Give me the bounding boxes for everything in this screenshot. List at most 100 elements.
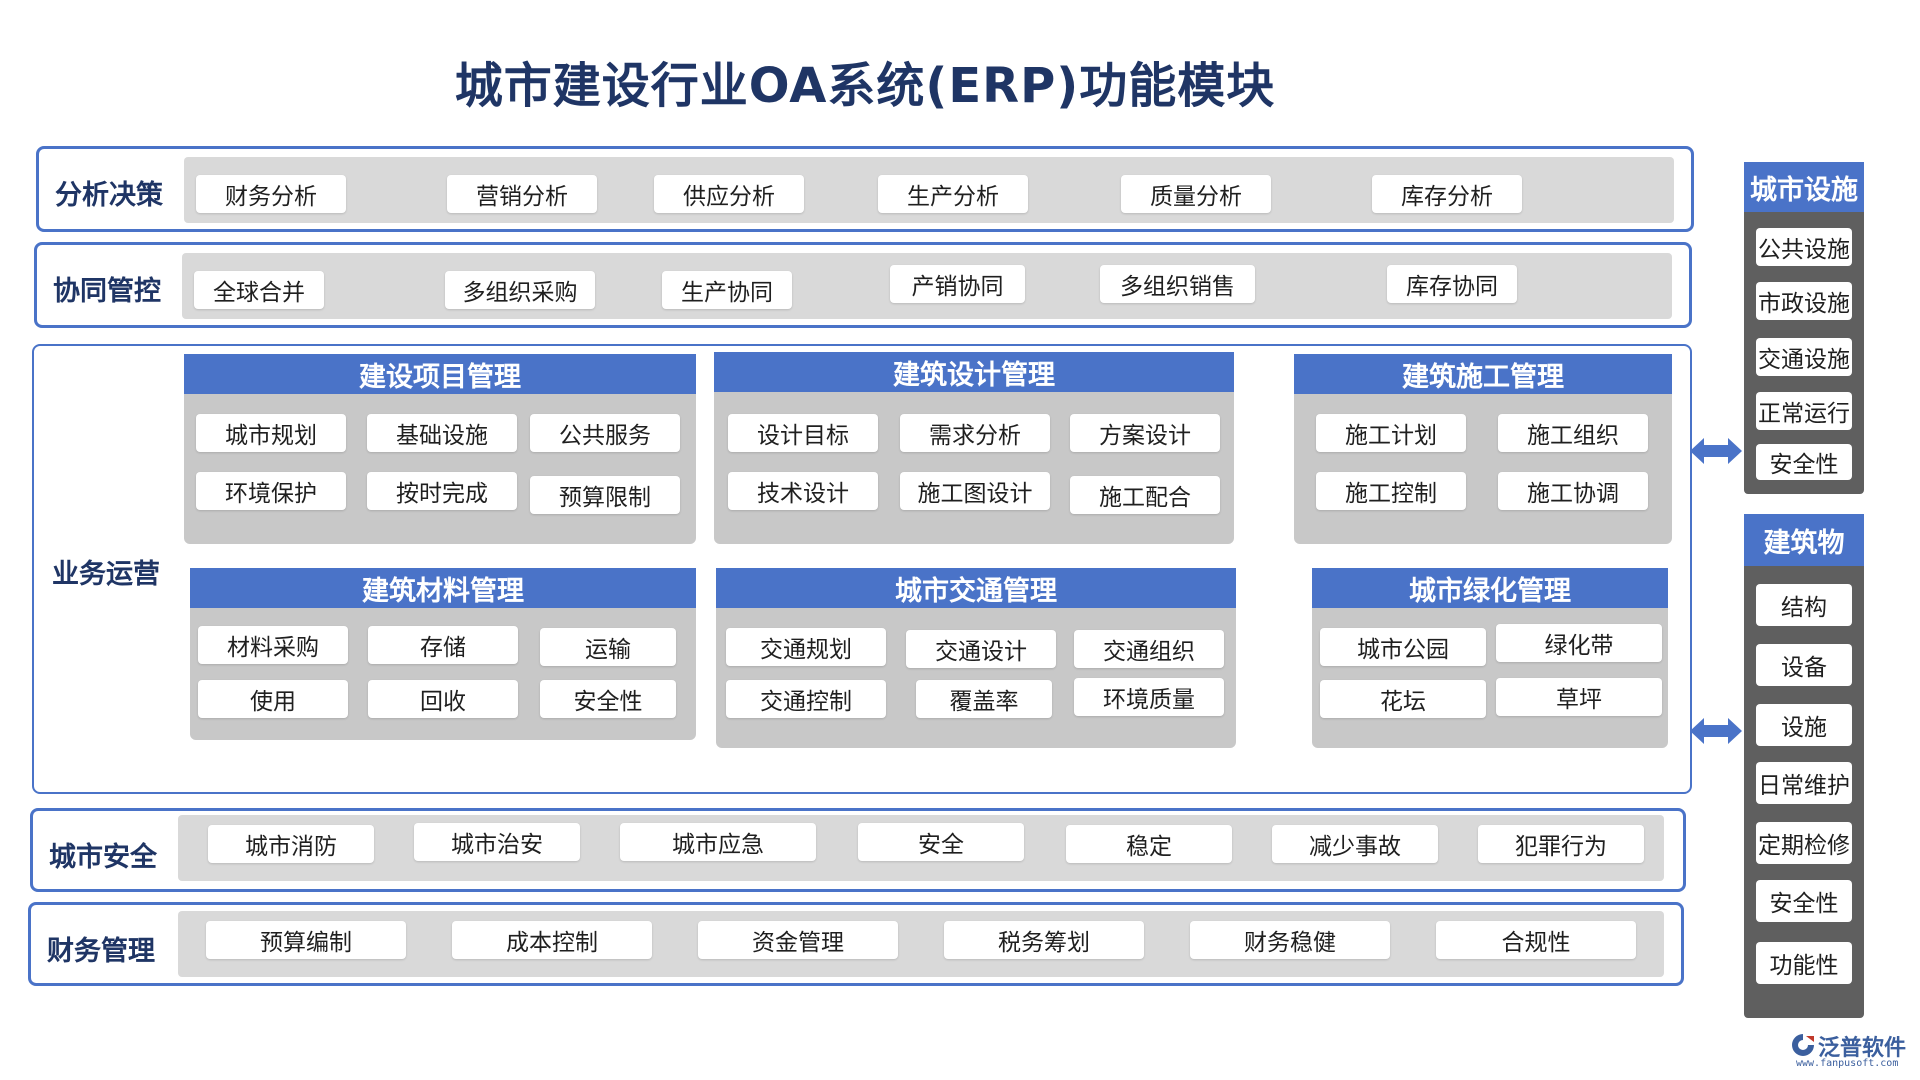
side-facilities-item[interactable]: 交通设施 bbox=[1756, 338, 1852, 376]
module-item[interactable]: 方案设计 bbox=[1070, 414, 1220, 452]
module-title: 建设项目管理 bbox=[184, 354, 696, 394]
ops-label: 业务运营 bbox=[52, 559, 160, 590]
module-item[interactable]: 环境质量 bbox=[1074, 678, 1224, 716]
finance-label: 财务管理 bbox=[47, 936, 155, 967]
analysis-item[interactable]: 库存分析 bbox=[1372, 175, 1522, 213]
side-facilities: 城市设施 公共设施 市政设施 交通设施 正常运行 安全性 bbox=[1744, 162, 1864, 494]
module-item[interactable]: 草坪 bbox=[1496, 678, 1662, 716]
module-item[interactable]: 存储 bbox=[368, 626, 518, 664]
side-buildings-item[interactable]: 设施 bbox=[1756, 704, 1852, 746]
module-item[interactable]: 施工组织 bbox=[1498, 414, 1648, 452]
analysis-item[interactable]: 财务分析 bbox=[196, 175, 346, 213]
finance-item[interactable]: 资金管理 bbox=[698, 921, 898, 959]
security-item[interactable]: 城市消防 bbox=[208, 825, 374, 863]
security-band: 城市安全 城市消防 城市治安 城市应急 安全 稳定 减少事故 犯罪行为 bbox=[30, 808, 1686, 892]
finance-item[interactable]: 预算编制 bbox=[206, 921, 406, 959]
side-facilities-item[interactable]: 公共设施 bbox=[1756, 228, 1852, 266]
module-item[interactable]: 材料采购 bbox=[198, 626, 348, 664]
module-title: 建筑设计管理 bbox=[714, 352, 1234, 392]
module-design: 建筑设计管理 设计目标 需求分析 方案设计 技术设计 施工图设计 施工配合 bbox=[714, 352, 1234, 544]
module-item[interactable]: 需求分析 bbox=[900, 414, 1050, 452]
double-arrow-icon bbox=[1690, 718, 1742, 744]
side-facilities-item[interactable]: 正常运行 bbox=[1756, 392, 1852, 430]
analysis-track: 财务分析 营销分析 供应分析 生产分析 质量分析 库存分析 bbox=[184, 157, 1674, 223]
side-buildings-item[interactable]: 结构 bbox=[1756, 584, 1852, 626]
analysis-item[interactable]: 营销分析 bbox=[447, 175, 597, 213]
collab-item[interactable]: 库存协同 bbox=[1387, 265, 1517, 303]
analysis-item[interactable]: 质量分析 bbox=[1121, 175, 1271, 213]
module-item[interactable]: 环境保护 bbox=[196, 472, 346, 510]
security-item[interactable]: 城市治安 bbox=[414, 823, 580, 861]
module-item[interactable]: 设计目标 bbox=[728, 414, 878, 452]
module-item[interactable]: 公共服务 bbox=[530, 414, 680, 452]
finance-item[interactable]: 税务筹划 bbox=[944, 921, 1144, 959]
module-item[interactable]: 运输 bbox=[540, 628, 676, 666]
side-facilities-title: 城市设施 bbox=[1744, 162, 1864, 212]
side-buildings-item[interactable]: 定期检修 bbox=[1756, 822, 1852, 864]
module-traffic: 城市交通管理 交通规划 交通设计 交通组织 交通控制 覆盖率 环境质量 bbox=[716, 568, 1236, 748]
collab-label: 协同管控 bbox=[53, 276, 161, 307]
finance-track: 预算编制 成本控制 资金管理 税务筹划 财务稳健 合规性 bbox=[178, 911, 1664, 977]
analysis-label: 分析决策 bbox=[55, 180, 163, 211]
analysis-item[interactable]: 供应分析 bbox=[654, 175, 804, 213]
module-project: 建设项目管理 城市规划 基础设施 公共服务 环境保护 按时完成 预算限制 bbox=[184, 354, 696, 544]
side-buildings-item[interactable]: 设备 bbox=[1756, 644, 1852, 686]
module-title: 建筑材料管理 bbox=[190, 568, 696, 608]
side-buildings: 建筑物 结构 设备 设施 日常维护 定期检修 安全性 功能性 bbox=[1744, 514, 1864, 1018]
collab-item[interactable]: 产销协同 bbox=[890, 265, 1025, 303]
module-item[interactable]: 施工图设计 bbox=[900, 472, 1050, 510]
module-item[interactable]: 施工配合 bbox=[1070, 476, 1220, 514]
collab-item[interactable]: 全球合并 bbox=[194, 271, 324, 309]
module-item[interactable]: 使用 bbox=[198, 680, 348, 718]
module-item[interactable]: 交通规划 bbox=[726, 628, 886, 666]
module-item[interactable]: 花坛 bbox=[1320, 680, 1486, 718]
module-item[interactable]: 技术设计 bbox=[728, 472, 878, 510]
finance-band: 财务管理 预算编制 成本控制 资金管理 税务筹划 财务稳健 合规性 bbox=[28, 902, 1684, 986]
module-item[interactable]: 按时完成 bbox=[367, 472, 517, 510]
security-track: 城市消防 城市治安 城市应急 安全 稳定 减少事故 犯罪行为 bbox=[178, 815, 1664, 881]
logo-url: www.fanpusoft.com bbox=[1796, 1058, 1899, 1069]
ops-band: 业务运营 建设项目管理 城市规划 基础设施 公共服务 环境保护 按时完成 预算限… bbox=[32, 344, 1692, 794]
logo-icon bbox=[1792, 1034, 1814, 1056]
collab-track: 全球合并 多组织采购 生产协同 产销协同 多组织销售 库存协同 bbox=[182, 253, 1672, 319]
module-item[interactable]: 安全性 bbox=[540, 680, 676, 718]
module-title: 城市交通管理 bbox=[716, 568, 1236, 608]
module-item[interactable]: 基础设施 bbox=[367, 414, 517, 452]
security-item[interactable]: 城市应急 bbox=[620, 823, 816, 861]
module-greening: 城市绿化管理 城市公园 绿化带 花坛 草坪 bbox=[1312, 568, 1668, 748]
side-buildings-item[interactable]: 功能性 bbox=[1756, 942, 1852, 984]
security-item[interactable]: 减少事故 bbox=[1272, 825, 1438, 863]
module-item[interactable]: 预算限制 bbox=[530, 476, 680, 514]
side-facilities-item[interactable]: 安全性 bbox=[1756, 444, 1852, 480]
module-item[interactable]: 城市规划 bbox=[196, 414, 346, 452]
collab-item[interactable]: 生产协同 bbox=[662, 271, 792, 309]
finance-item[interactable]: 成本控制 bbox=[452, 921, 652, 959]
double-arrow-icon bbox=[1690, 438, 1742, 464]
module-item[interactable]: 城市公园 bbox=[1320, 628, 1486, 666]
side-buildings-item[interactable]: 日常维护 bbox=[1756, 762, 1852, 804]
security-label: 城市安全 bbox=[49, 842, 157, 873]
collab-item[interactable]: 多组织采购 bbox=[445, 271, 595, 309]
module-item[interactable]: 施工控制 bbox=[1316, 472, 1466, 510]
finance-item[interactable]: 合规性 bbox=[1436, 921, 1636, 959]
module-item[interactable]: 交通组织 bbox=[1074, 630, 1224, 668]
side-buildings-item[interactable]: 安全性 bbox=[1756, 880, 1852, 922]
module-item[interactable]: 交通设计 bbox=[906, 630, 1056, 668]
module-item[interactable]: 覆盖率 bbox=[916, 680, 1052, 718]
side-facilities-item[interactable]: 市政设施 bbox=[1756, 282, 1852, 320]
module-item[interactable]: 施工协调 bbox=[1498, 472, 1648, 510]
side-buildings-title: 建筑物 bbox=[1744, 514, 1864, 566]
module-item[interactable]: 回收 bbox=[368, 680, 518, 718]
collab-item[interactable]: 多组织销售 bbox=[1100, 265, 1255, 303]
security-item[interactable]: 稳定 bbox=[1066, 825, 1232, 863]
finance-item[interactable]: 财务稳健 bbox=[1190, 921, 1390, 959]
module-construction: 建筑施工管理 施工计划 施工组织 施工控制 施工协调 bbox=[1294, 354, 1672, 544]
analysis-item[interactable]: 生产分析 bbox=[878, 175, 1028, 213]
brand-logo: 泛普软件 www.fanpusoft.com bbox=[1790, 1030, 1910, 1074]
module-title: 城市绿化管理 bbox=[1312, 568, 1668, 608]
security-item[interactable]: 犯罪行为 bbox=[1478, 825, 1644, 863]
module-item[interactable]: 交通控制 bbox=[726, 680, 886, 718]
module-item[interactable]: 绿化带 bbox=[1496, 624, 1662, 662]
security-item[interactable]: 安全 bbox=[858, 823, 1024, 861]
module-item[interactable]: 施工计划 bbox=[1316, 414, 1466, 452]
